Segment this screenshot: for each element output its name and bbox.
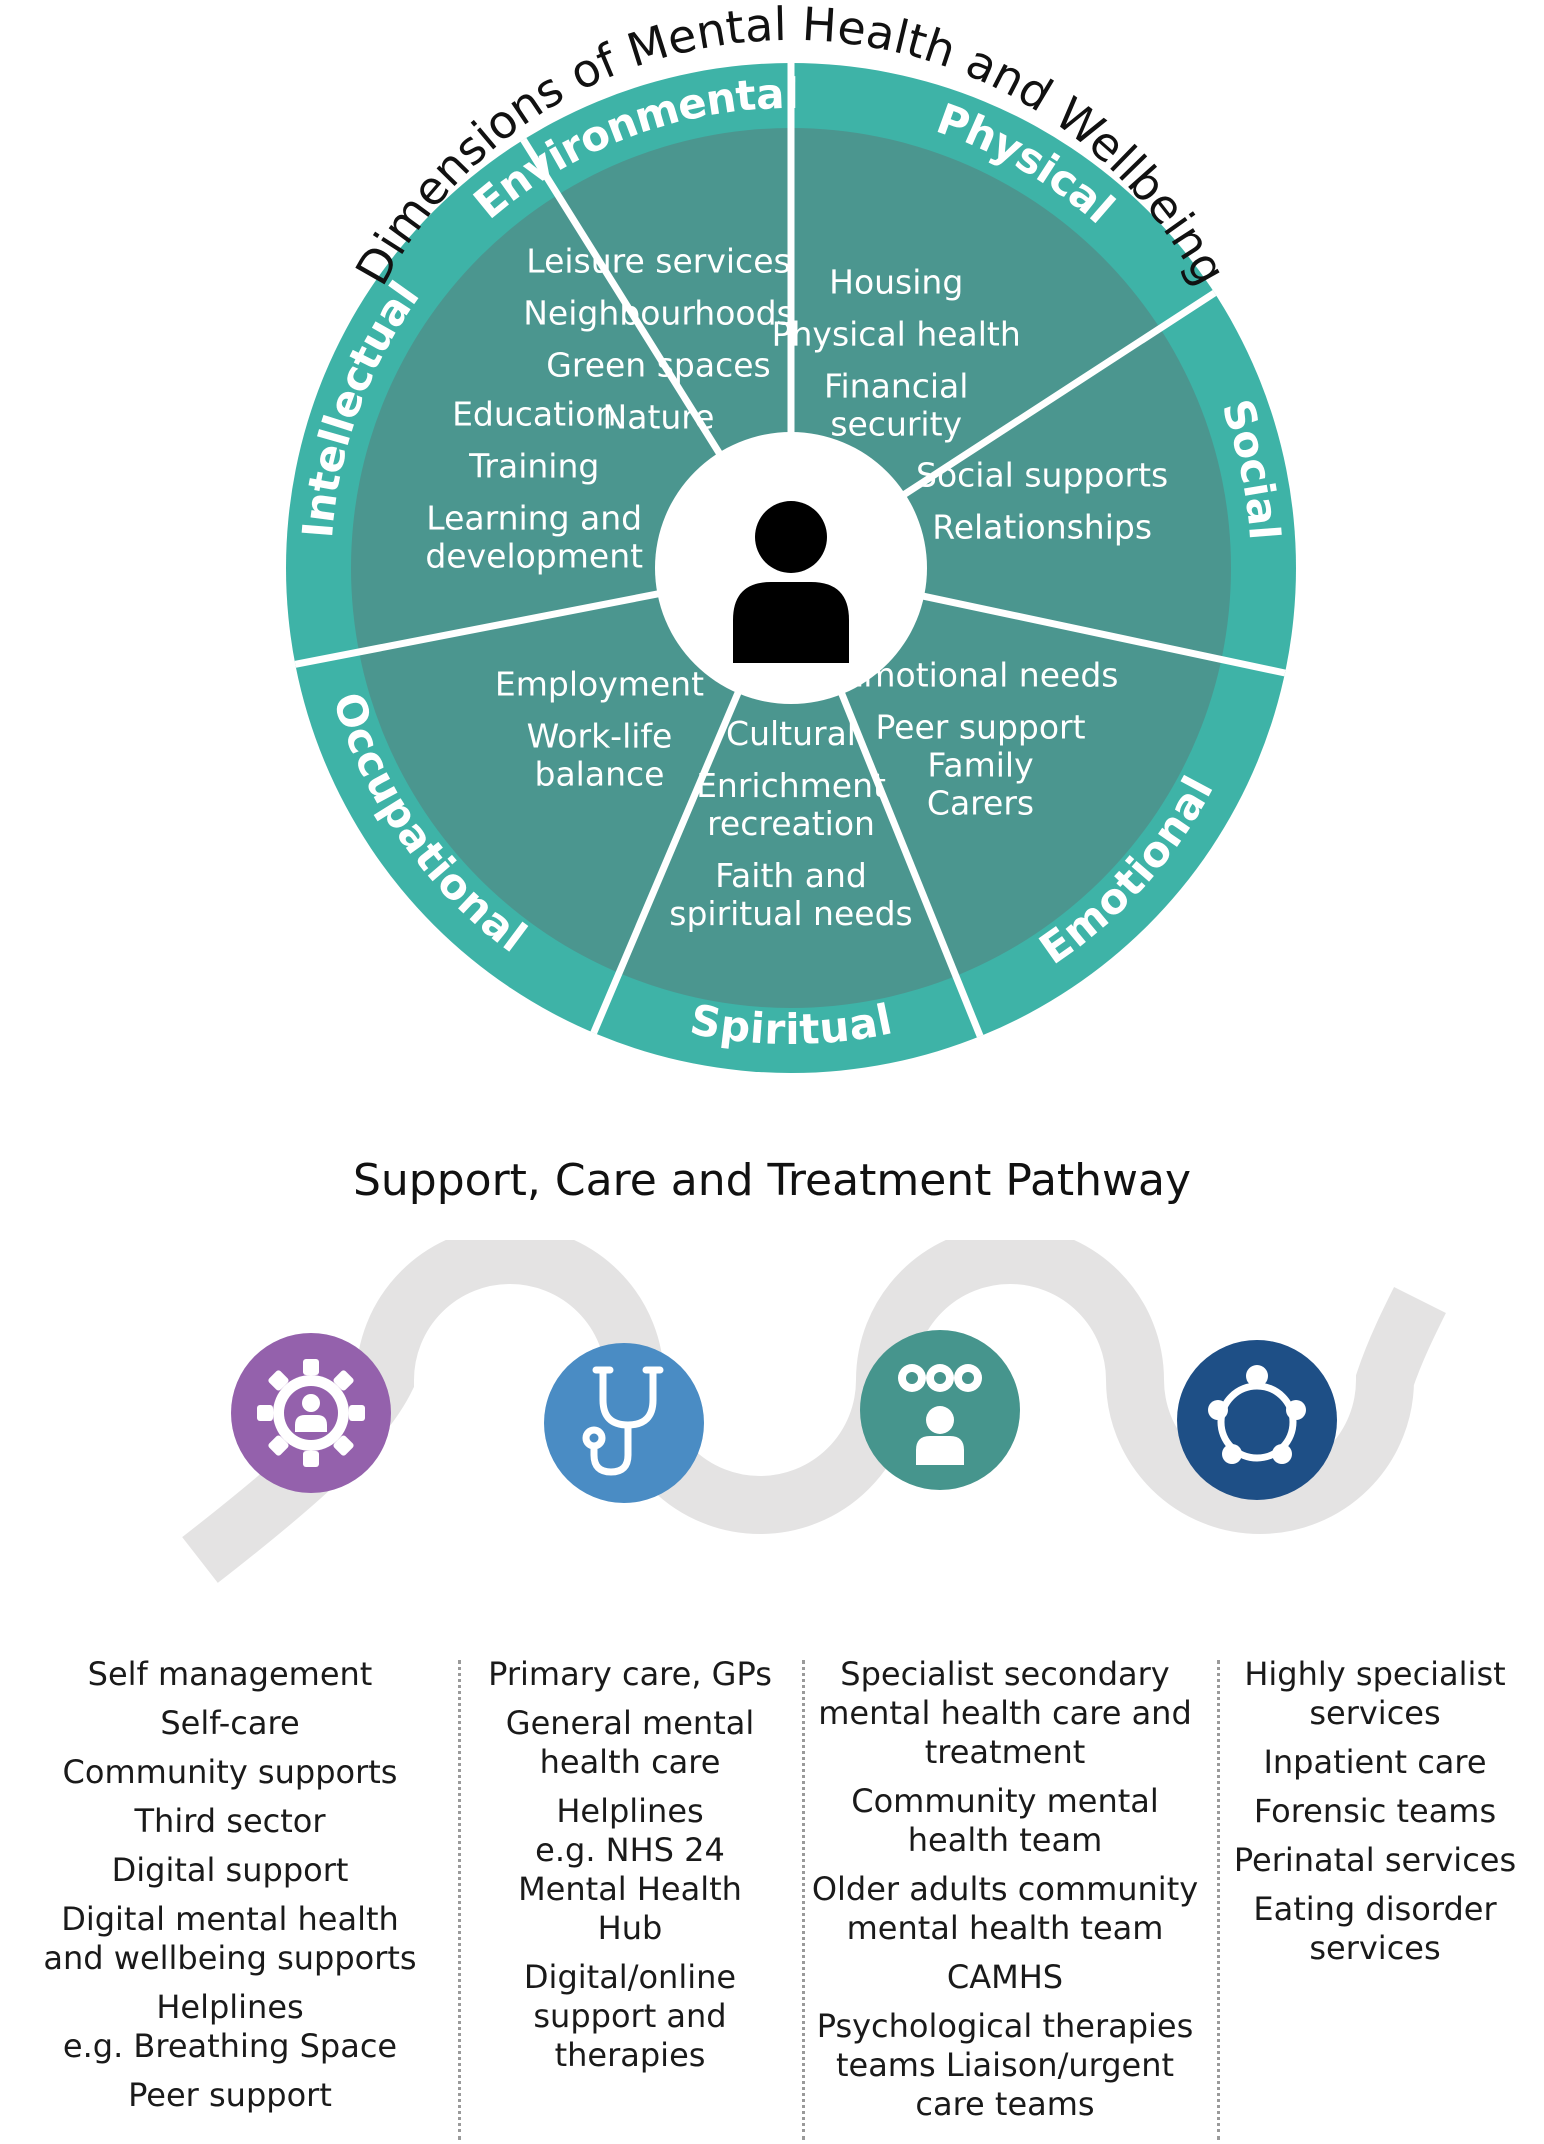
pathway-item: Older adults community mental health tea… — [811, 1870, 1199, 1947]
pathway-item: Inpatient care — [1263, 1743, 1487, 1781]
pathway-item: Helplines e.g. Breathing Space — [62, 1988, 398, 2065]
person-icon — [733, 501, 849, 663]
pathway-item: Primary care, GPs — [488, 1655, 772, 1693]
pathway-item: Third sector — [134, 1802, 326, 1840]
pathway-item: CAMHS — [946, 1958, 1064, 1996]
pathway-item: Digital mental health and wellbeing supp… — [43, 1900, 417, 1977]
pathway-item: Community mental health team — [851, 1782, 1159, 1859]
pathway-item: Perinatal services — [1233, 1841, 1517, 1879]
segment-divider — [917, 591, 1286, 677]
pathway-item: General mental health care — [505, 1704, 755, 1781]
pathway-item: Digital support — [111, 1851, 349, 1889]
column-divider — [802, 1660, 805, 2140]
stage-3 — [860, 1330, 1020, 1490]
column-divider — [458, 1660, 461, 2140]
segment-divider — [520, 137, 726, 460]
segment-divider — [590, 686, 744, 1035]
gears-person-icon — [898, 1364, 982, 1465]
pathway-item: Forensic teams — [1253, 1792, 1497, 1830]
pathway-item: Eating disorder services — [1253, 1890, 1497, 1967]
stage-circle — [1177, 1340, 1337, 1500]
pathway-column-specialist: Specialist secondary mental health care … — [810, 1655, 1200, 2134]
segment-divider — [294, 589, 665, 668]
pathway-item: Digital/online support and therapies — [523, 1958, 737, 2074]
team-circle-icon — [1208, 1365, 1306, 1464]
wellbeing-wheel: PhysicalSocialEmotionalSpiritualOccupati… — [286, 0, 1296, 1073]
pathway-item: Self management — [87, 1655, 373, 1693]
pathway-item: Psychological therapies teams Liaison/ur… — [816, 2007, 1194, 2123]
pathway-item: Peer support — [128, 2076, 332, 2114]
pathway-item: Highly specialist services — [1244, 1655, 1506, 1732]
stage-4 — [1177, 1340, 1337, 1500]
stage-1 — [231, 1333, 391, 1493]
wheel-dividers — [294, 63, 1286, 1038]
pathway-item: Helplines e.g. NHS 24 Mental Health Hub — [518, 1792, 742, 1947]
stage-2 — [544, 1343, 704, 1503]
pathway-item: Community supports — [62, 1753, 398, 1791]
pathway-item: Self-care — [160, 1704, 300, 1742]
column-divider — [1217, 1660, 1220, 2140]
stethoscope-icon — [582, 1366, 664, 1476]
pathway-diagram — [182, 1240, 1446, 1583]
segment-divider — [898, 290, 1217, 501]
pathway-item: Specialist secondary mental health care … — [818, 1655, 1192, 1771]
gear-person-icon — [257, 1359, 365, 1467]
pathway-title: Support, Care and Treatment Pathway — [352, 1155, 1192, 1206]
segment-divider — [836, 687, 984, 1038]
